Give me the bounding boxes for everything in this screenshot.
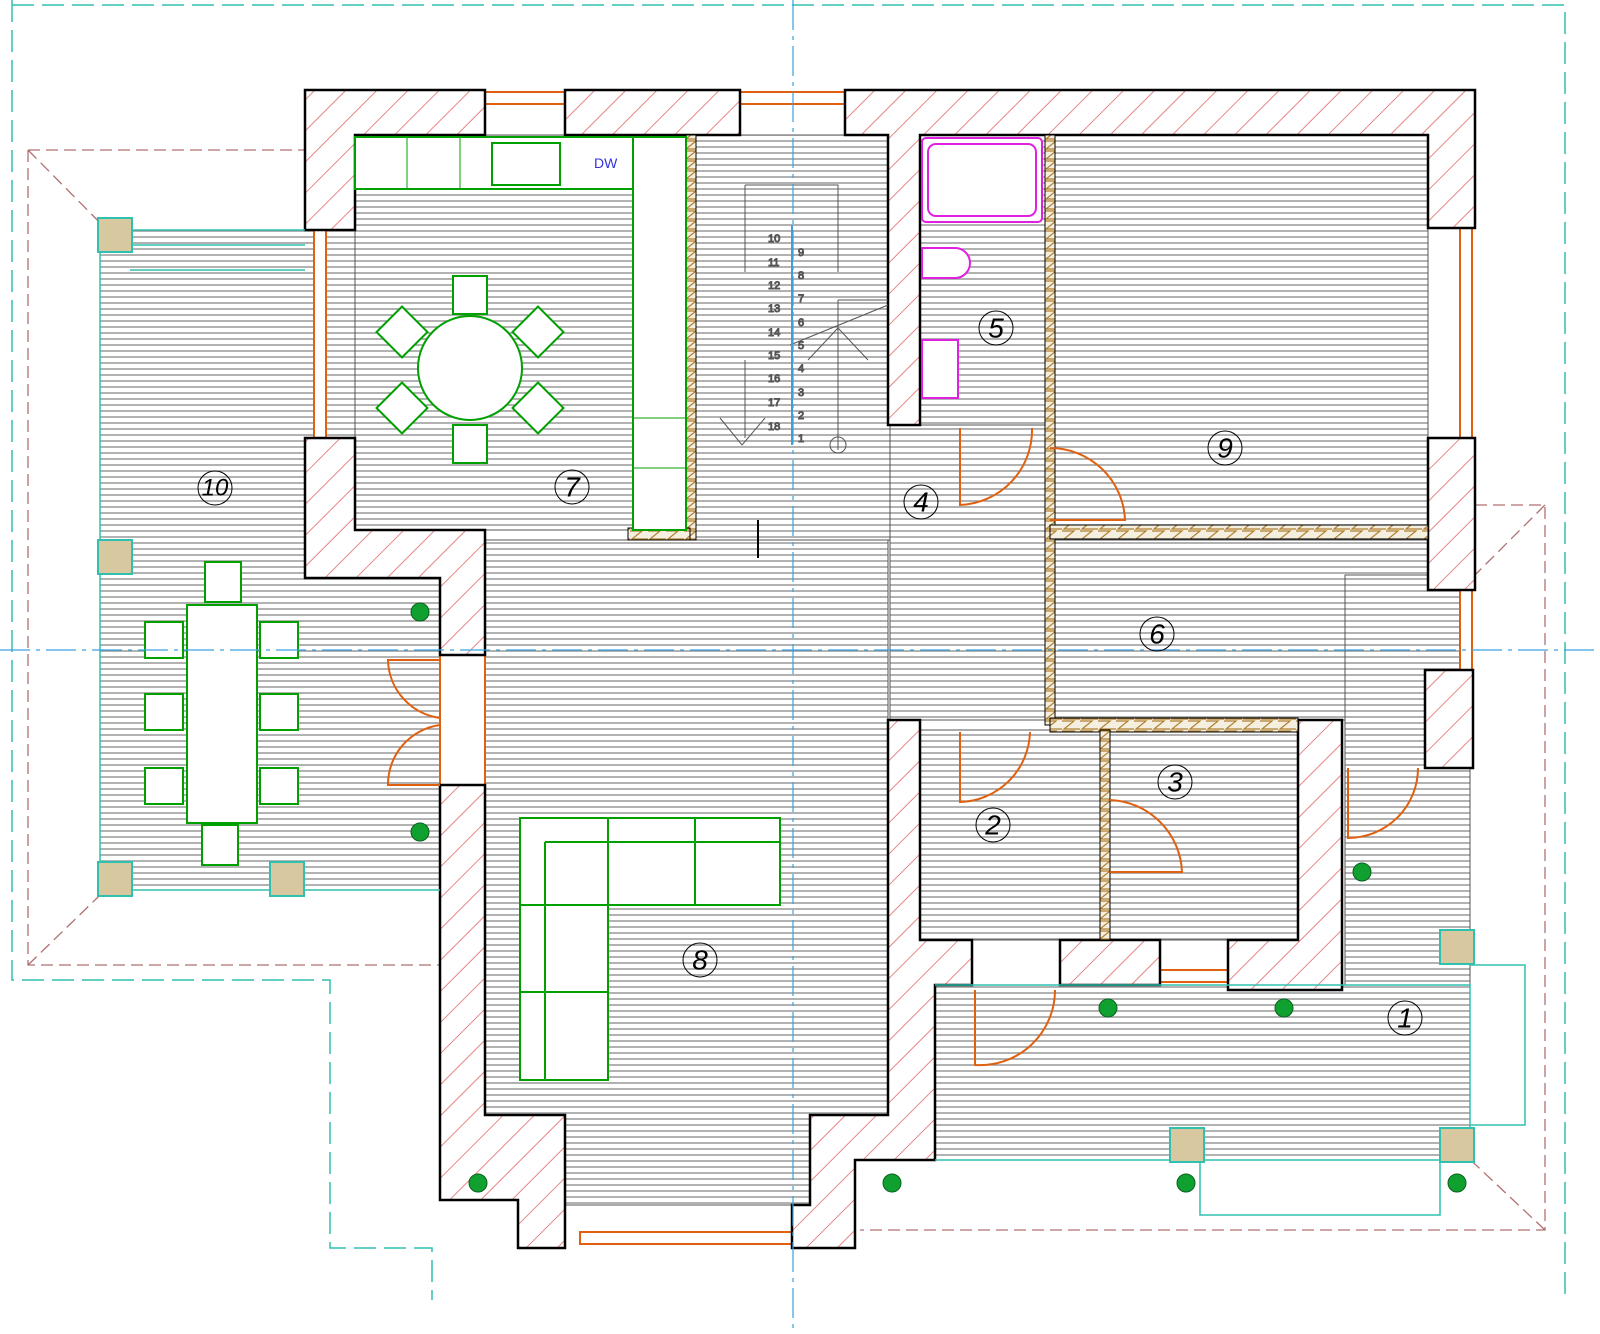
column	[1439, 1127, 1475, 1163]
stair-numbers-up: 1 2 3 4 5 6 7 8 9	[798, 247, 805, 446]
svg-text:1: 1	[1397, 1003, 1413, 1034]
bedroom-9-floor	[1049, 134, 1429, 526]
svg-text:7: 7	[798, 293, 804, 305]
svg-text:14: 14	[768, 327, 780, 339]
terrace-structure	[97, 217, 1526, 1216]
room-label-10: 10	[197, 470, 233, 506]
svg-text:3: 3	[1167, 767, 1183, 798]
svg-text:12: 12	[768, 280, 780, 292]
column	[1439, 929, 1475, 965]
svg-text:13: 13	[768, 303, 780, 315]
room-label-6: 6	[1139, 616, 1175, 652]
svg-text:9: 9	[798, 247, 804, 259]
svg-text:11: 11	[768, 257, 779, 269]
room-label-2: 2	[975, 807, 1011, 843]
svg-text:6: 6	[1149, 619, 1165, 650]
room-3-floor	[1107, 729, 1299, 941]
room-label-8: 8	[682, 942, 718, 978]
room-label-1: 1	[1387, 1000, 1423, 1036]
svg-text:16: 16	[768, 373, 780, 385]
column	[269, 861, 305, 897]
svg-text:2: 2	[984, 810, 1001, 841]
hall-floor	[889, 424, 1051, 721]
room-labels: 1 2 3 4 5 6 7 8 9 10	[197, 310, 1423, 1036]
svg-text:6: 6	[798, 317, 804, 329]
room-label-3: 3	[1157, 764, 1193, 800]
bathroom-fixtures	[921, 137, 1043, 399]
svg-text:17: 17	[768, 397, 780, 409]
floors	[99, 134, 1471, 1206]
svg-text:2: 2	[798, 410, 804, 422]
column	[97, 861, 133, 897]
staircase: 1 2 3 4 5 6 7 8 9 10 11 12 13 14 15 16 1…	[719, 184, 889, 454]
downpipes	[410, 602, 1467, 1193]
svg-text:5: 5	[798, 340, 804, 352]
stair-floor	[689, 134, 891, 541]
corner-sofa	[519, 817, 781, 1081]
svg-text:8: 8	[798, 270, 804, 282]
room-2-floor	[919, 729, 1101, 941]
svg-text:18: 18	[768, 421, 780, 433]
washbasin-icon	[921, 339, 959, 399]
toilet-icon	[921, 247, 971, 279]
svg-text:10: 10	[202, 475, 229, 502]
terrace-dining-set	[144, 561, 299, 866]
porch-side-floor	[1344, 574, 1471, 986]
svg-text:8: 8	[692, 945, 708, 976]
column	[1169, 1127, 1205, 1163]
column	[97, 217, 133, 253]
column	[97, 539, 133, 575]
walls	[303, 88, 1477, 1250]
room-label-7: 7	[554, 469, 590, 505]
svg-text:15: 15	[768, 350, 780, 362]
room-label-9: 9	[1207, 430, 1243, 466]
svg-text:4: 4	[913, 487, 929, 518]
tall-counter	[632, 136, 687, 531]
room-label-5: 5	[978, 310, 1014, 346]
svg-text:5: 5	[988, 313, 1004, 344]
svg-text:3: 3	[798, 387, 804, 399]
svg-text:9: 9	[1217, 433, 1233, 464]
svg-text:1: 1	[798, 433, 804, 445]
doors[interactable]	[386, 427, 1419, 1067]
dishwasher-label: DW	[594, 155, 618, 171]
svg-text:10: 10	[768, 233, 780, 245]
kitchen-furniture: DW	[354, 136, 687, 531]
svg-text:7: 7	[564, 472, 581, 503]
svg-text:4: 4	[798, 363, 804, 375]
sink-icon	[491, 142, 561, 186]
round-table	[417, 315, 523, 421]
stair-numbers-down: 10 11 12 13 14 15 16 17 18	[768, 233, 781, 434]
room-label-4: 4	[903, 484, 939, 520]
